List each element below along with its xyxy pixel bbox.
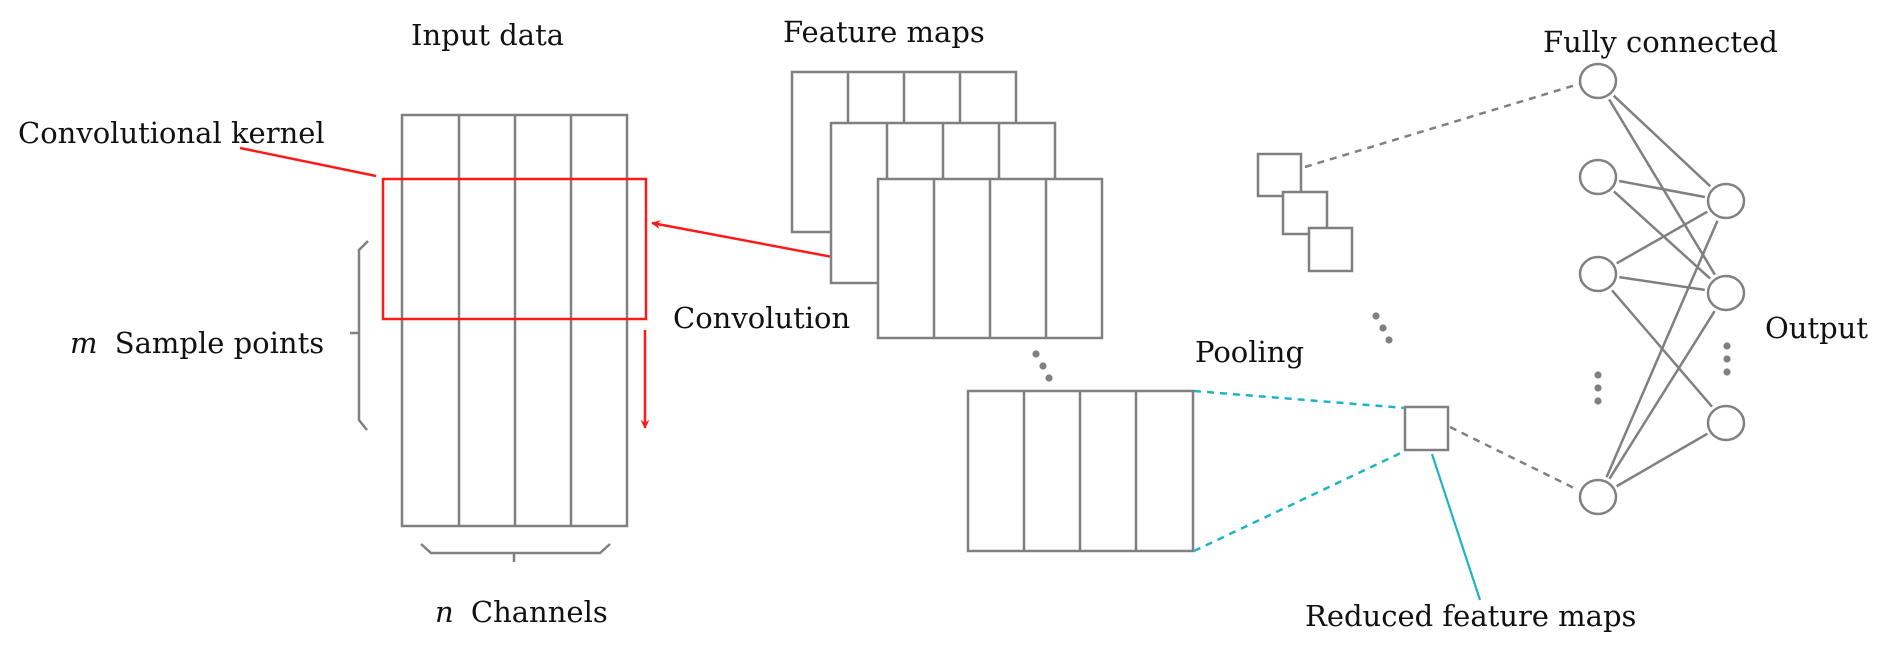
fc-node [1578, 158, 1618, 196]
fc-edge [1608, 98, 1716, 276]
channels-text: Channels [471, 595, 608, 629]
fc-node [1578, 478, 1618, 516]
sample-points-text: Sample points [115, 326, 324, 360]
fully-connected-label: Fully connected [1543, 25, 1778, 59]
feature-map-front [876, 177, 1104, 340]
fc-ellipsis [1594, 371, 1602, 405]
fc-node [1578, 255, 1618, 293]
feature-maps-ellipsis [1032, 350, 1053, 382]
fc-edge [1608, 310, 1716, 480]
ellipsis-dot [1723, 355, 1731, 363]
output-node [1706, 182, 1746, 220]
pooling-projection-bottom [1193, 449, 1406, 553]
reduced-feature-map-last [1403, 405, 1450, 452]
conv-kernel-label: Convolutional kernel [18, 116, 325, 150]
input-data-grid [400, 113, 629, 528]
ellipsis-dot [1723, 368, 1731, 376]
fc-edge [1612, 94, 1712, 188]
flatten-connection-bottom [1449, 425, 1579, 492]
ellipsis-dot [1594, 397, 1602, 405]
ellipsis-dot [1594, 371, 1602, 379]
feature-map-last [966, 389, 1195, 553]
ellipsis-dot [1372, 312, 1380, 320]
channels-var: n [435, 595, 454, 629]
output-node [1706, 274, 1746, 312]
output-label: Output [1765, 311, 1868, 345]
sample-points-var: m [70, 326, 98, 360]
fc-edge [1613, 190, 1711, 280]
channels-label: n Channels [435, 595, 608, 629]
fc-edge [1615, 432, 1709, 488]
ellipsis-dot [1594, 384, 1602, 392]
reduced-maps-ellipsis [1372, 312, 1393, 344]
input-data-label: Input data [411, 18, 564, 52]
fc-edge [1605, 220, 1719, 478]
fc-edges [1605, 94, 1719, 488]
conv-kernel-leader-line [239, 146, 377, 178]
fc-layer [1578, 62, 1618, 516]
fc-edge [1619, 275, 1705, 292]
channels-brace [420, 543, 611, 555]
ellipsis-dot [1039, 362, 1047, 370]
reduced-feature-map [1256, 152, 1303, 198]
ellipsis-dot [1379, 324, 1387, 332]
flatten-connection-top [1304, 82, 1580, 169]
output-layer [1706, 182, 1746, 442]
reduced-feature-map [1307, 226, 1354, 273]
pooling-label: Pooling [1195, 335, 1304, 369]
output-node [1706, 404, 1746, 442]
reduced-feature-maps-leader [1430, 453, 1482, 601]
fc-edge [1618, 179, 1706, 199]
sample-points-label: m Sample points [70, 326, 324, 360]
sample-points-brace [357, 240, 369, 431]
pooling-projection-top [1193, 389, 1406, 410]
ellipsis-dot [1032, 350, 1040, 358]
ellipsis-dot [1045, 374, 1053, 382]
reduced-feature-maps-label: Reduced feature maps [1305, 599, 1636, 633]
conv-kernel-window [381, 177, 648, 321]
fc-node [1578, 62, 1618, 100]
ellipsis-dot [1385, 336, 1393, 344]
output-ellipsis [1723, 342, 1731, 376]
fc-edge [1616, 210, 1708, 265]
ellipsis-dot [1723, 342, 1731, 350]
convolution-label: Convolution [673, 301, 850, 335]
feature-maps-label: Feature maps [783, 15, 985, 49]
